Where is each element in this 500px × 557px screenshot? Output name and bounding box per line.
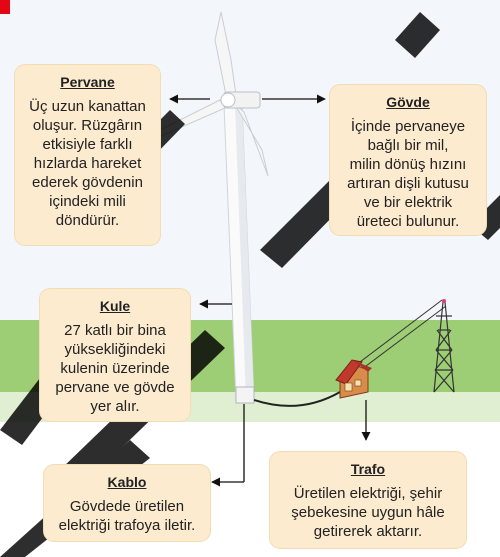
kule-title: Kule	[99, 298, 131, 314]
trafo-text: Üretilen elektriği, şehir şebekesine uyg…	[291, 485, 445, 540]
tower-base	[235, 386, 255, 404]
pervane-title: Pervane	[60, 74, 115, 90]
govde-card: Gövde İçinde pervaneye bağlı bir mil, mi…	[330, 85, 486, 235]
turbine-hub	[220, 92, 236, 108]
kablo-title: Kablo	[107, 474, 147, 490]
transmission-pylon	[433, 301, 455, 393]
trafo-title: Trafo	[350, 461, 386, 477]
power-line-2	[357, 305, 447, 373]
corner-marker	[0, 0, 10, 14]
govde-text: İçinde pervaneye bağlı bir mil, milin dö…	[347, 118, 469, 230]
cable-line	[253, 391, 341, 407]
trafo-building	[335, 359, 372, 399]
power-line-1	[351, 299, 443, 369]
kule-card: Kule 27 katlı bir bina yüksekliğindeki k…	[40, 289, 190, 421]
pervane-text: Üç uzun kanattan oluşur. Rüzgârın etkisi…	[29, 98, 146, 229]
pylon-tip	[442, 299, 446, 303]
blade-top	[214, 11, 237, 96]
blade-right	[233, 102, 269, 177]
govde-title: Gövde	[386, 94, 430, 110]
kablo-text: Gövdede üretilen elektriği trafoya ileti…	[58, 498, 196, 534]
kule-text: 27 katlı bir bina yüksekliğindeki kuleni…	[55, 322, 175, 415]
pervane-card: Pervane Üç uzun kanattan oluşur. Rüzgârı…	[15, 65, 160, 245]
trafo-card: Trafo Üretilen elektriği, şehir şebekesi…	[270, 452, 466, 548]
kablo-card: Kablo Gövdede üretilen elektriği trafoya…	[44, 465, 210, 541]
tower-shade	[235, 105, 254, 400]
